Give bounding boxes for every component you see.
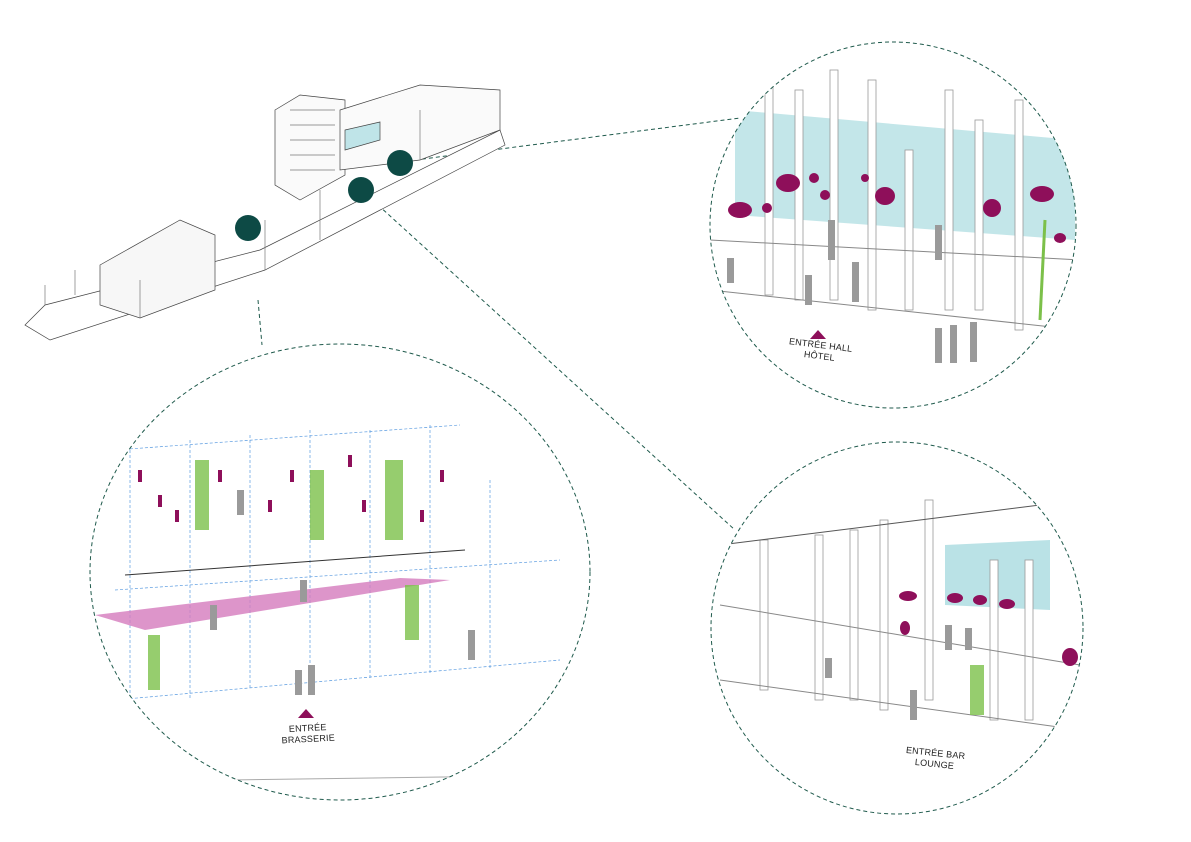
circle-hall-hotel <box>709 41 1077 409</box>
detail-bar-lounge <box>711 442 1083 814</box>
entrance-arrow-icon <box>298 709 314 718</box>
marker-hall-hotel <box>387 150 413 176</box>
label-entree-brasserie: ENTRÉE BRASSERIE <box>272 721 343 747</box>
connector-lines <box>257 117 741 531</box>
building-axonometric <box>24 84 506 341</box>
detail-brasserie <box>90 345 590 800</box>
marker-brasserie <box>235 215 261 241</box>
marker-bar-lounge <box>348 177 374 203</box>
circle-bar-lounge <box>710 441 1084 815</box>
entrance-arrow-icon <box>810 330 826 339</box>
circle-brasserie <box>89 343 591 801</box>
detail-hall-hotel <box>710 42 1076 408</box>
